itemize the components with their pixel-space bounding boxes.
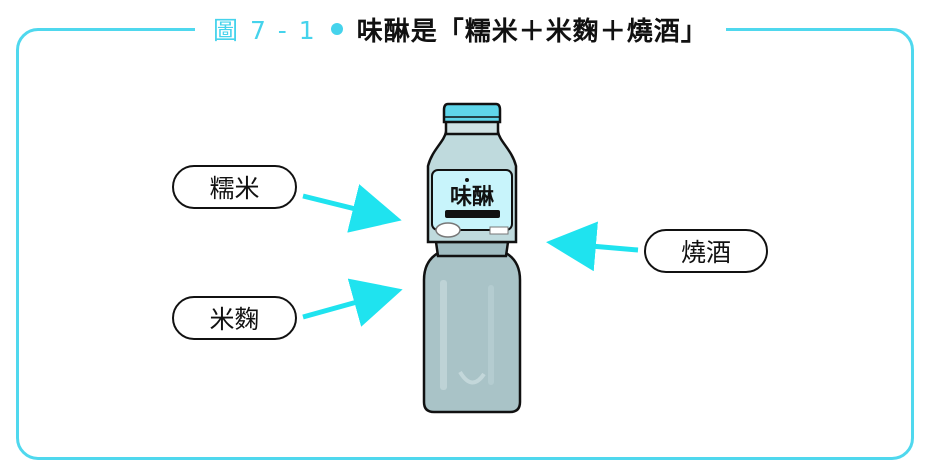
ingredient-label-glutinous-rice: 糯米 [172, 165, 297, 209]
figure-header: 圖 7 - 1 味醂是「糯米＋米麴＋燒酒」 [195, 8, 726, 50]
figure-number: 圖 7 - 1 [213, 16, 317, 45]
mirin-bottle: 味醂 [422, 102, 522, 414]
ingredient-label-rice-koji: 米麴 [172, 296, 297, 340]
bottle-cap [442, 102, 502, 124]
bottle-label-text: 味醂 [450, 185, 494, 210]
arrow-shochu [546, 221, 639, 272]
bottle-label-bar [445, 210, 500, 218]
figure-title: 味醂是「糯米＋米麴＋燒酒」 [356, 16, 708, 47]
ingredient-label-shochu: 燒酒 [644, 229, 768, 273]
bullet-dot-icon [330, 23, 343, 35]
arrow-rice-koji [302, 278, 403, 327]
arrow-glutinous-rice [302, 184, 402, 233]
bottle-waist [434, 240, 510, 258]
bottle-lower-body [422, 250, 522, 414]
